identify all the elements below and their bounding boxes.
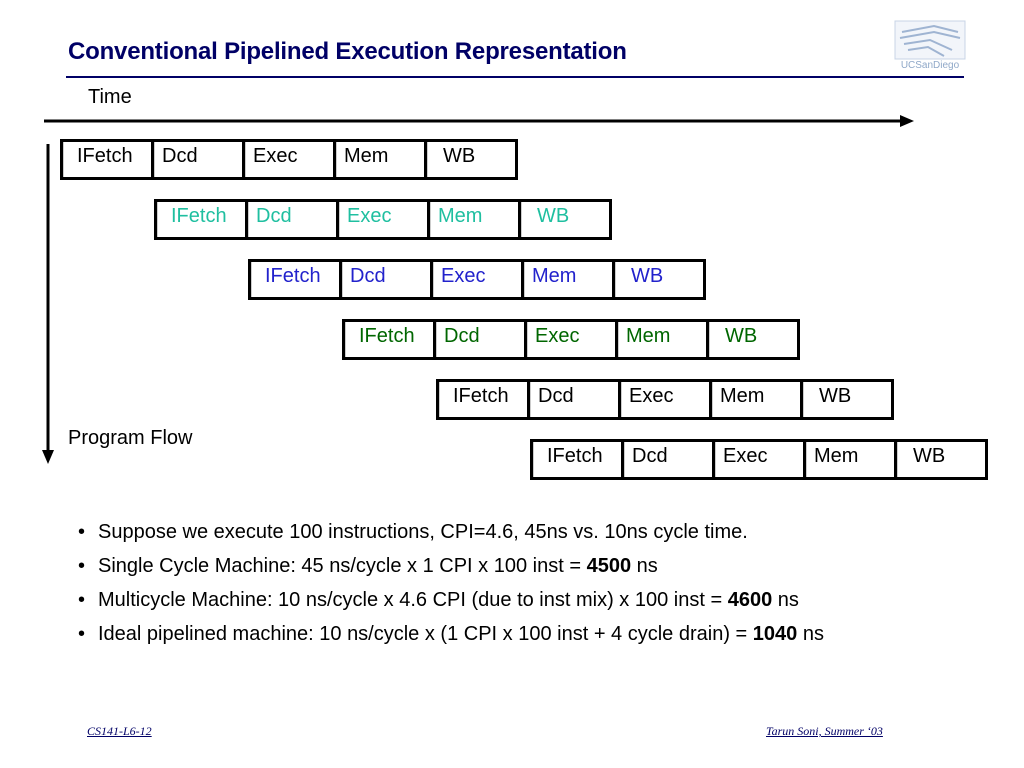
stage-dcd: Dcd: [433, 319, 527, 360]
stage-mem: Mem: [615, 319, 709, 360]
stage-ifetch: IFetch: [530, 439, 624, 480]
slide-title: Conventional Pipelined Execution Represe…: [68, 38, 627, 65]
bullet-item: Suppose we execute 100 instructions, CPI…: [78, 521, 824, 555]
stage-wb: WB: [424, 139, 518, 180]
stage-dcd: Dcd: [339, 259, 433, 300]
bullet-list: Suppose we execute 100 instructions, CPI…: [78, 521, 824, 657]
stage-wb: WB: [706, 319, 800, 360]
stage-dcd: Dcd: [527, 379, 621, 420]
footer-slide-id: CS141-L6-12: [87, 724, 152, 738]
stage-wb: WB: [800, 379, 894, 420]
stage-mem: Mem: [333, 139, 427, 180]
stage-mem: Mem: [709, 379, 803, 420]
bullet-item: Multicycle Machine: 10 ns/cycle x 4.6 CP…: [78, 589, 824, 623]
title-underline: [66, 76, 964, 78]
stage-ifetch: IFetch: [342, 319, 436, 360]
stage-ifetch: IFetch: [60, 139, 154, 180]
bullet-item: Ideal pipelined machine: 10 ns/cycle x (…: [78, 623, 824, 657]
footer-author: Tarun Soni, Summer ‘03: [766, 724, 883, 738]
stage-exec: Exec: [712, 439, 806, 480]
stage-ifetch: IFetch: [436, 379, 530, 420]
stage-exec: Exec: [430, 259, 524, 300]
ucsd-logo: UCSanDiego: [894, 20, 966, 72]
stage-wb: WB: [612, 259, 706, 300]
stage-exec: Exec: [524, 319, 618, 360]
stage-mem: Mem: [521, 259, 615, 300]
program-flow-label: Program Flow: [68, 427, 193, 449]
stage-dcd: Dcd: [245, 199, 339, 240]
time-axis-label: Time: [88, 86, 132, 108]
stage-wb: WB: [518, 199, 612, 240]
stage-dcd: Dcd: [621, 439, 715, 480]
bullet-item: Single Cycle Machine: 45 ns/cycle x 1 CP…: [78, 555, 824, 589]
stage-ifetch: IFetch: [154, 199, 248, 240]
stage-mem: Mem: [803, 439, 897, 480]
stage-ifetch: IFetch: [248, 259, 342, 300]
program-flow-arrow-head: [42, 450, 54, 464]
stage-dcd: Dcd: [151, 139, 245, 180]
ucsd-logo-icon: [894, 20, 966, 60]
time-arrow-head: [900, 115, 914, 127]
logo-text: UCSanDiego: [900, 60, 960, 71]
stage-exec: Exec: [618, 379, 712, 420]
stage-exec: Exec: [242, 139, 336, 180]
stage-exec: Exec: [336, 199, 430, 240]
stage-mem: Mem: [427, 199, 521, 240]
stage-wb: WB: [894, 439, 988, 480]
